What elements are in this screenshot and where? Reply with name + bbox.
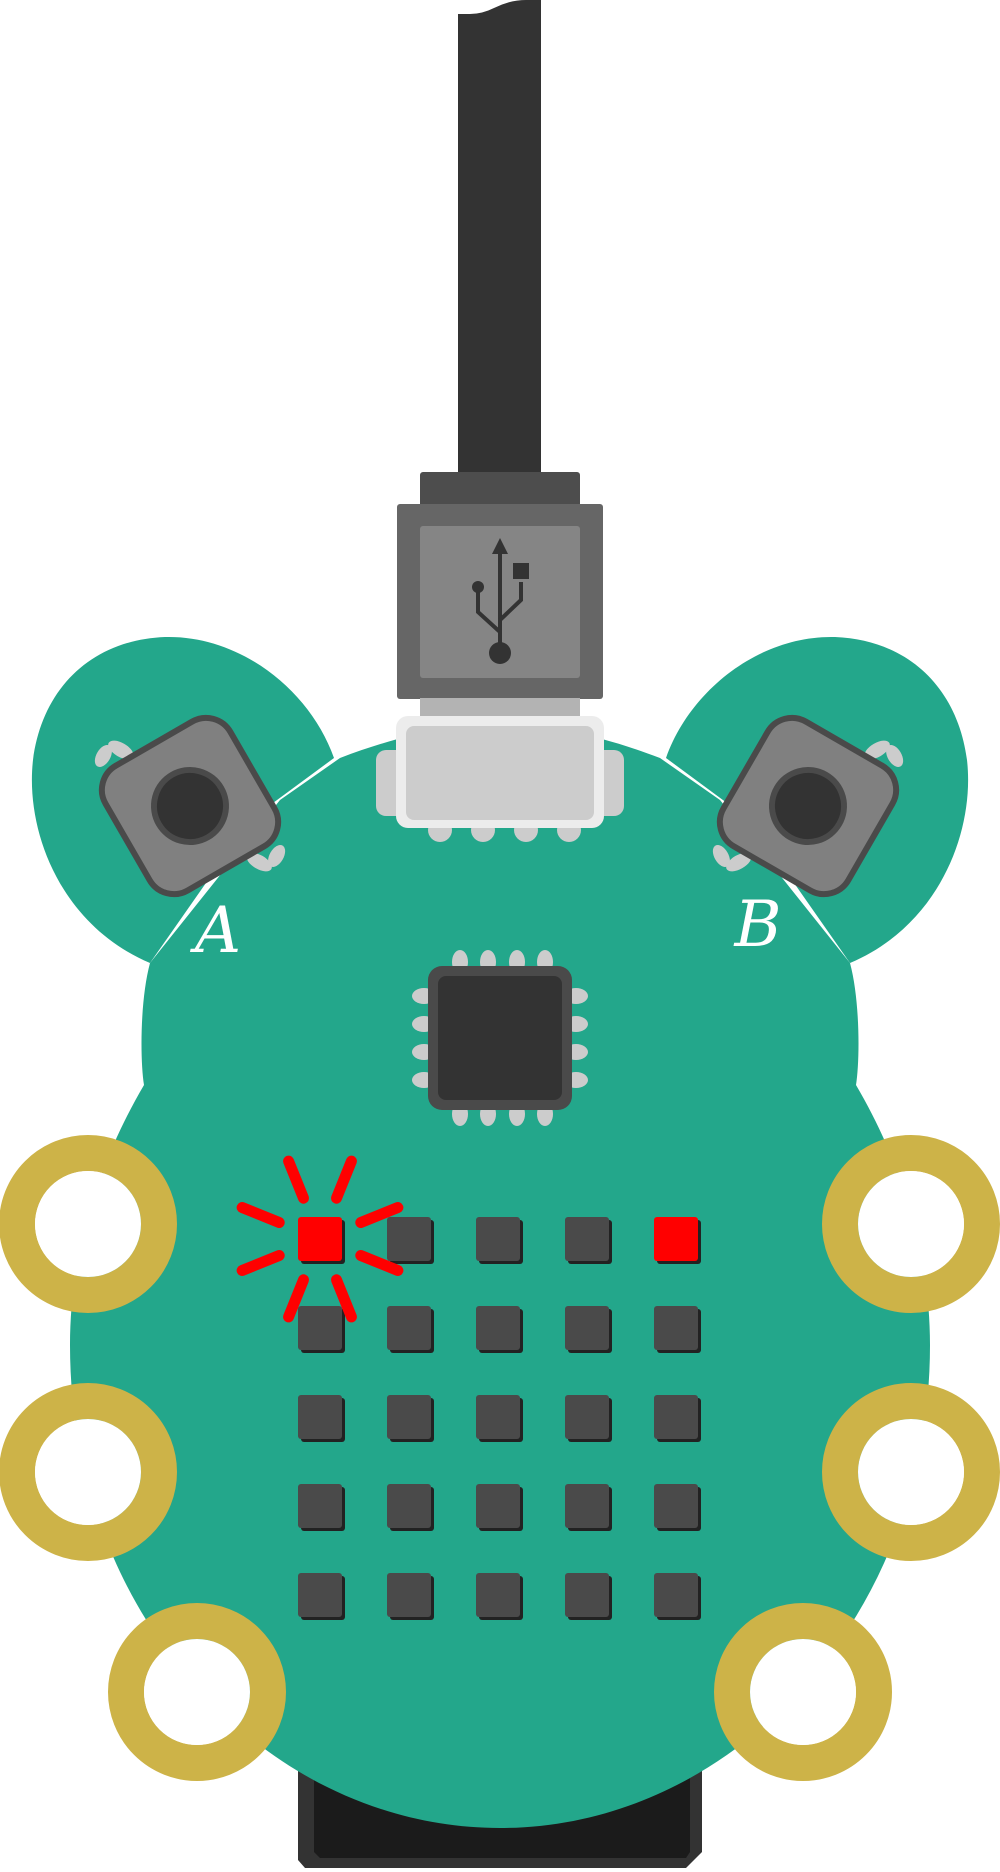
- led-1-3: [565, 1306, 612, 1353]
- led-3-2: [476, 1484, 523, 1531]
- led-4-1: [387, 1573, 434, 1620]
- edge-pads: [0, 1135, 1000, 1781]
- pad-5[interactable]: [822, 1383, 1000, 1561]
- led-0-2: [476, 1217, 523, 1264]
- led-matrix: [298, 1217, 701, 1620]
- usb-cable: [458, 0, 541, 480]
- led-1-1: [387, 1306, 434, 1353]
- led-2-0: [298, 1395, 345, 1442]
- button-a-label: A: [190, 894, 241, 968]
- led-1-2: [476, 1306, 523, 1353]
- usb-icon: [472, 538, 529, 664]
- led-0-0: [298, 1217, 345, 1264]
- led-4-0: [298, 1573, 345, 1620]
- led-4-3: [565, 1573, 612, 1620]
- pad-6[interactable]: [714, 1603, 892, 1781]
- led-0-4: [654, 1217, 701, 1264]
- led-2-2: [476, 1395, 523, 1442]
- led-3-4: [654, 1484, 701, 1531]
- led-1-0: [298, 1306, 345, 1353]
- button-b-label: B: [733, 888, 781, 962]
- pulse-ray: [283, 1274, 310, 1323]
- led-2-3: [565, 1395, 612, 1442]
- pulse-ray: [236, 1249, 285, 1276]
- pulse-ray: [283, 1155, 310, 1204]
- led-4-4: [654, 1573, 701, 1620]
- button-a[interactable]: [78, 684, 302, 927]
- pulse-ray: [355, 1249, 404, 1276]
- button-b[interactable]: [696, 684, 920, 927]
- pad-1[interactable]: [0, 1135, 177, 1313]
- led-3-0: [298, 1484, 345, 1531]
- pulse-ray: [330, 1274, 357, 1323]
- pulse-ray: [330, 1155, 357, 1204]
- pulse-ray: [355, 1202, 404, 1229]
- pad-3[interactable]: [108, 1603, 286, 1781]
- led-3-3: [565, 1484, 612, 1531]
- led-0-3: [565, 1217, 612, 1264]
- usb-socket: [376, 716, 624, 842]
- led-1-4: [654, 1306, 701, 1353]
- pad-2[interactable]: [0, 1383, 177, 1561]
- pulse-ray: [236, 1202, 285, 1229]
- led-2-1: [387, 1395, 434, 1442]
- led-4-2: [476, 1573, 523, 1620]
- usb-connector: [397, 472, 603, 718]
- processor-chip: [412, 950, 588, 1126]
- led-3-1: [387, 1484, 434, 1531]
- pad-4[interactable]: [822, 1135, 1000, 1313]
- led-pulse-rays: [236, 1155, 404, 1323]
- led-0-1: [387, 1217, 434, 1264]
- led-2-4: [654, 1395, 701, 1442]
